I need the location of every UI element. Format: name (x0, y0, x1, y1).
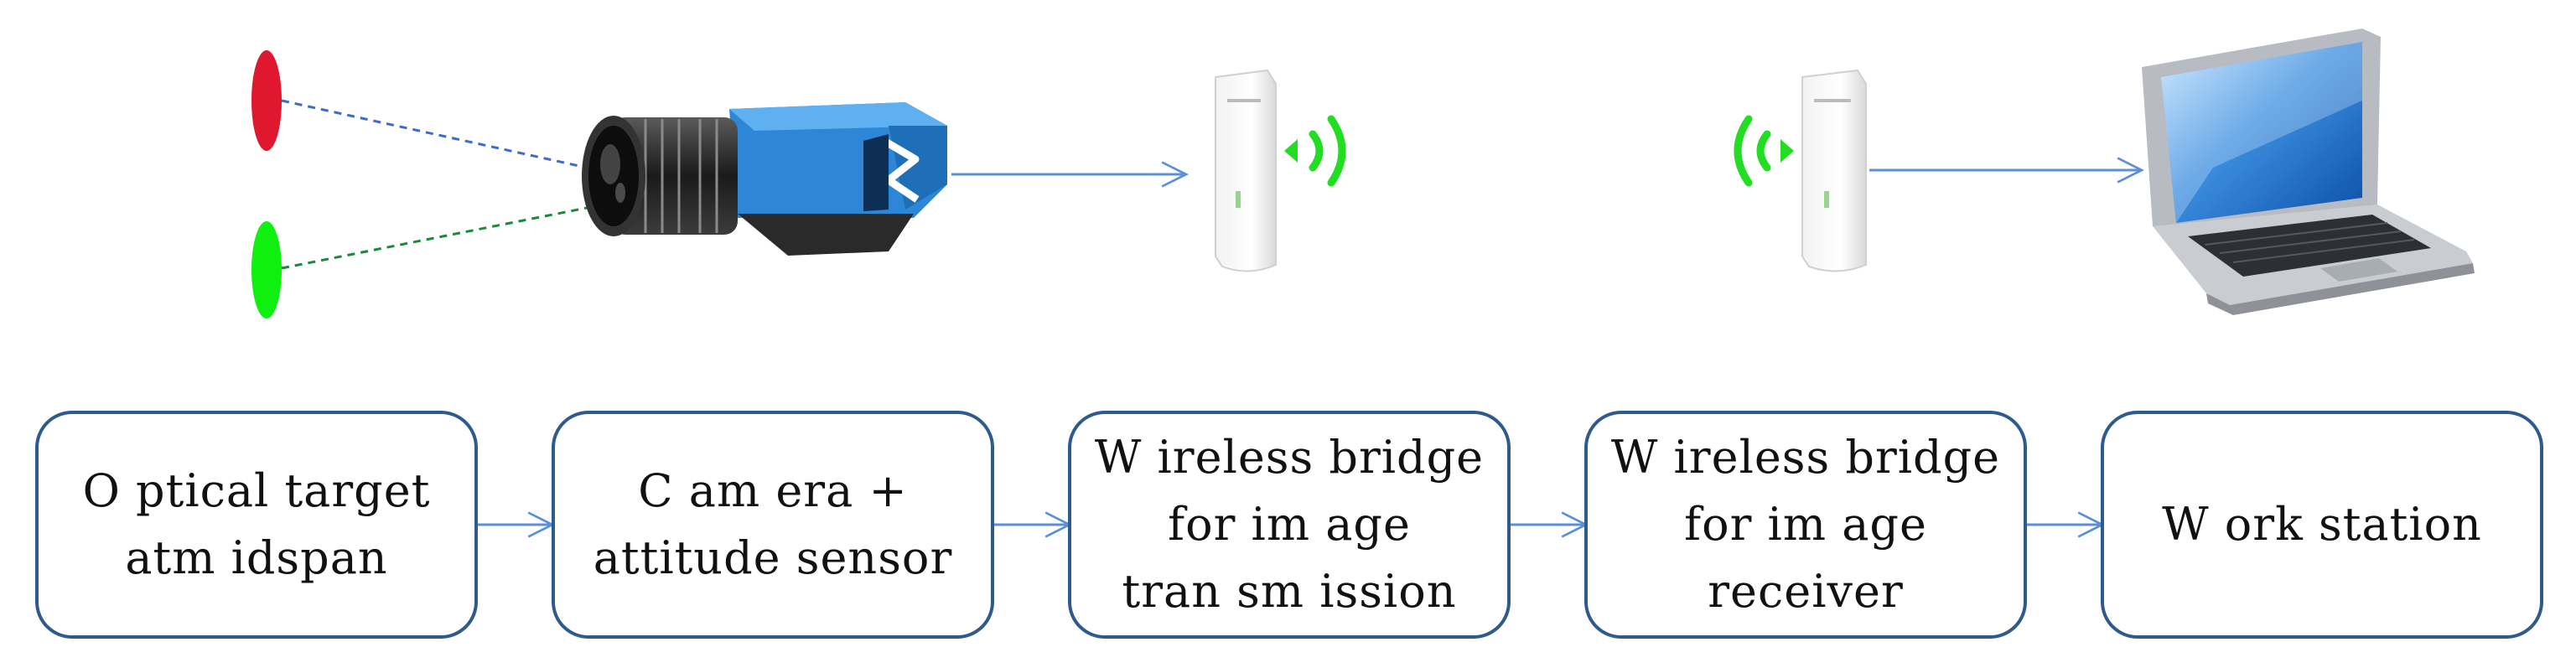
workstation-box: W ork station (2101, 411, 2543, 639)
bridge-rx-box: W ireless bridge for im age receiver (1584, 411, 2027, 639)
camera-label: C am era + attitude sensor (593, 464, 953, 584)
bridge-tx-box: W ireless bridge for im age tran sm issi… (1068, 411, 1511, 639)
laptop-icon (2142, 28, 2475, 315)
bridge-rx-label: W ireless bridge for im age receiver (1610, 431, 2001, 618)
wireless-bridge-transmitter-icon (1215, 69, 1346, 272)
green-target-icon (251, 221, 282, 318)
camera-box: C am era + attitude sensor (552, 411, 994, 639)
optical-target-box: O ptical target atm idspan (35, 411, 478, 639)
bridge-tx-label: W ireless bridge for im age tran sm issi… (1094, 431, 1485, 618)
wireless-bridge-receiver-icon (1734, 69, 1867, 272)
red-target-icon (251, 50, 282, 151)
workstation-label: W ork station (2162, 498, 2482, 551)
red-sight-line (281, 99, 588, 169)
optical-target-label: O ptical target atm idspan (82, 464, 431, 584)
industrial-camera-icon (582, 102, 947, 256)
green-sight-line (281, 206, 588, 270)
